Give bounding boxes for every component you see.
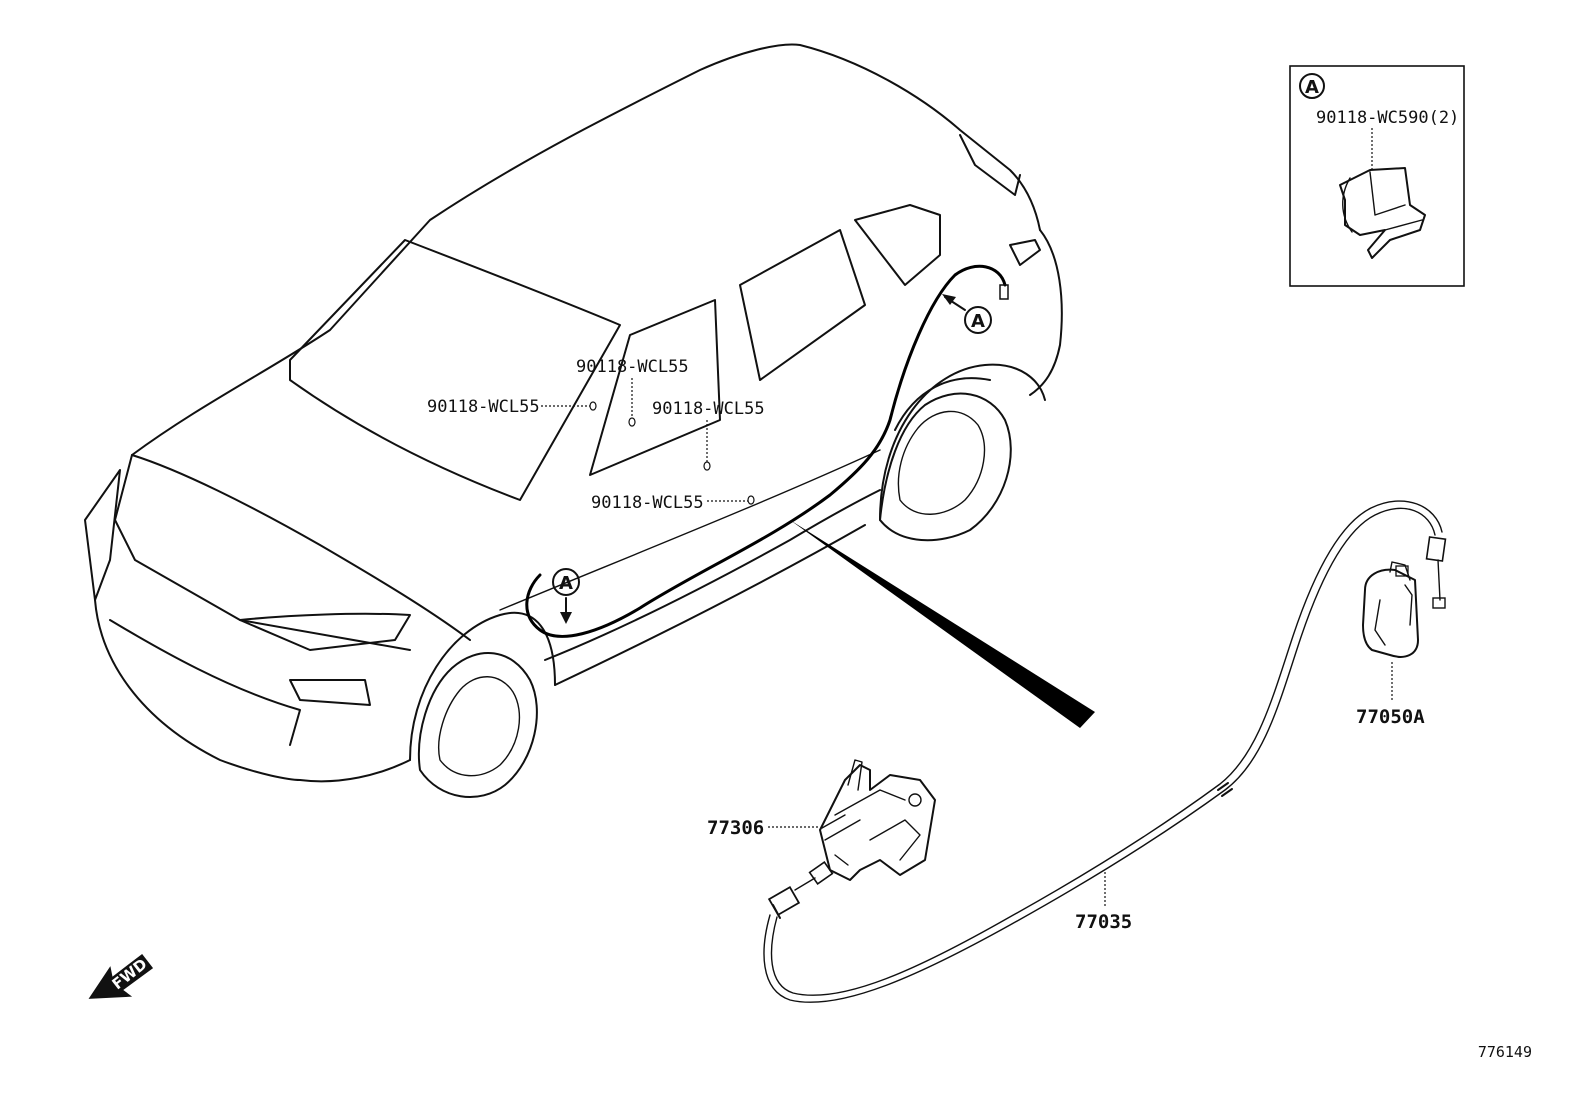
fuel-lid-opener [1362,561,1419,658]
inset-detail-a: A 90118-WC590(2) [1289,65,1465,287]
callout-a-front: A [552,568,580,624]
clip-part-drawing [1339,167,1426,259]
cable-routing-on-vehicle [525,264,1009,638]
svg-text:77035: 77035 [1075,911,1132,933]
vehicle-outline [84,43,1063,798]
diagram-reference-number: 776149 [1478,1043,1532,1061]
forward-arrow-icon: FWD [88,953,154,999]
pointer-wedge [790,520,1095,728]
clip-label-3: 90118-WCL55 [652,399,765,471]
svg-text:90118-WCL55: 90118-WCL55 [576,357,689,377]
part-label-77050a: 77050A [1356,660,1425,728]
svg-text:90118-WCL55: 90118-WCL55 [652,399,765,419]
svg-text:A: A [559,573,573,594]
svg-text:77306: 77306 [707,817,764,839]
svg-text:A: A [1305,77,1319,98]
svg-text:90118-WC590(2): 90118-WC590(2) [1316,108,1459,128]
clip-label-4: 90118-WCL55 [591,493,755,513]
cable-assembly [763,500,1447,1003]
svg-text:77050A: 77050A [1356,706,1425,728]
part-label-77035: 77035 [1075,870,1132,933]
svg-text:90118-WCL55: 90118-WCL55 [591,493,704,513]
clip-label-1: 90118-WCL55 [576,357,689,427]
release-lever [819,759,936,881]
svg-text:90118-WCL55: 90118-WCL55 [427,397,540,417]
callout-a-rear: A [942,294,992,334]
svg-text:A: A [971,311,985,332]
clip-label-2: 90118-WCL55 [427,397,597,417]
part-label-77306: 77306 [707,817,818,839]
